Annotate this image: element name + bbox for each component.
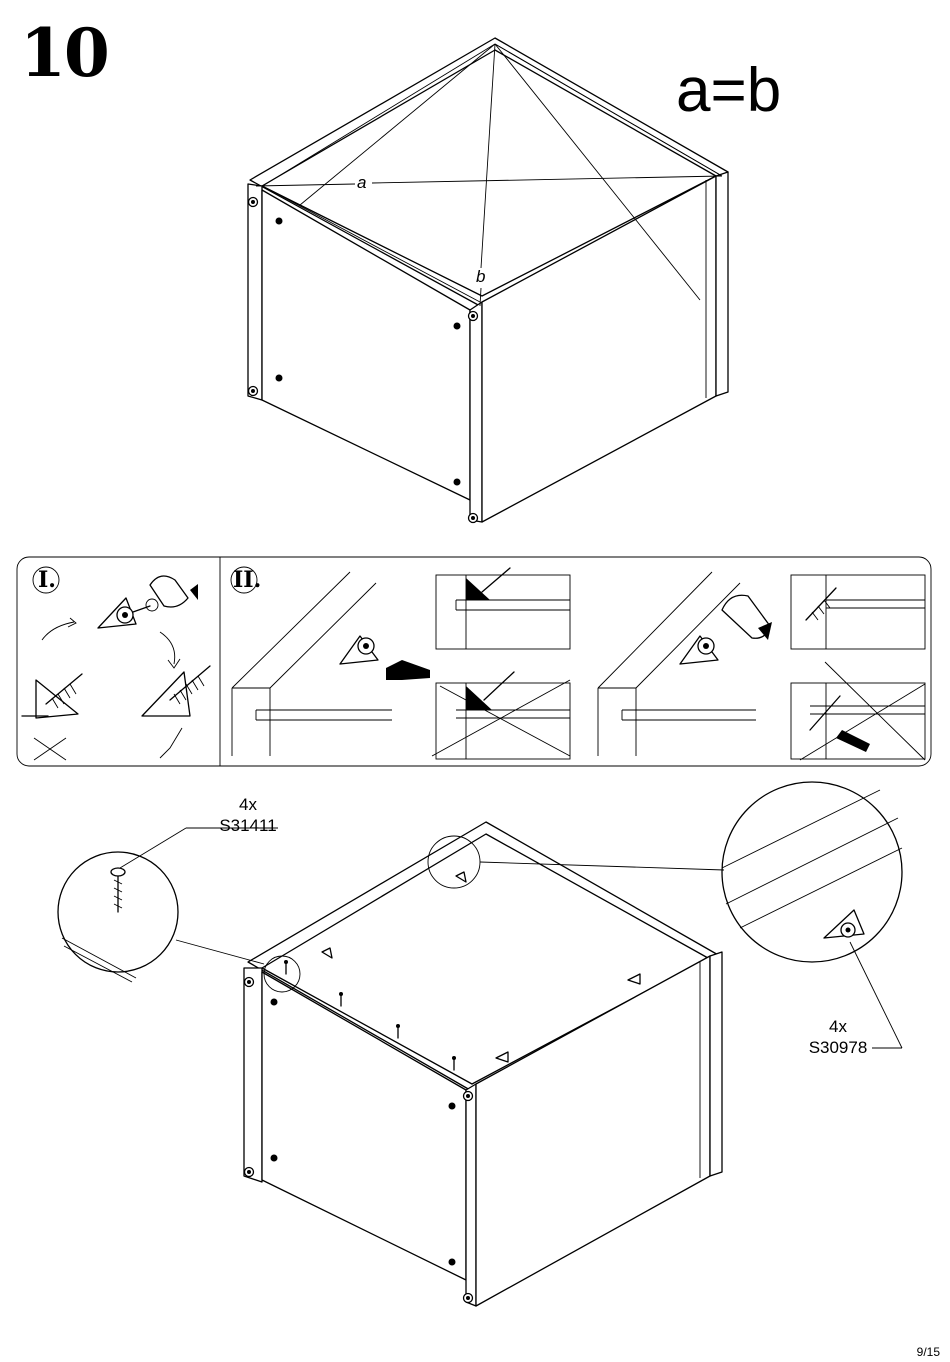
part-screw-code: S31411 xyxy=(198,815,298,836)
screw-icon xyxy=(111,868,125,876)
page-number: 9/15 xyxy=(917,1345,940,1359)
part-bracket-label: 4x S30978 xyxy=(788,1016,888,1058)
magnifier-bracket xyxy=(722,782,902,962)
part-screw-label: 4x S31411 xyxy=(198,794,298,836)
bottom-left-panel-edge xyxy=(244,968,262,1182)
part-bracket-qty: 4x xyxy=(788,1016,888,1037)
part-screw-qty: 4x xyxy=(198,794,298,815)
bottom-front-edge xyxy=(466,1084,476,1306)
part-bracket-code: S30978 xyxy=(788,1037,888,1058)
